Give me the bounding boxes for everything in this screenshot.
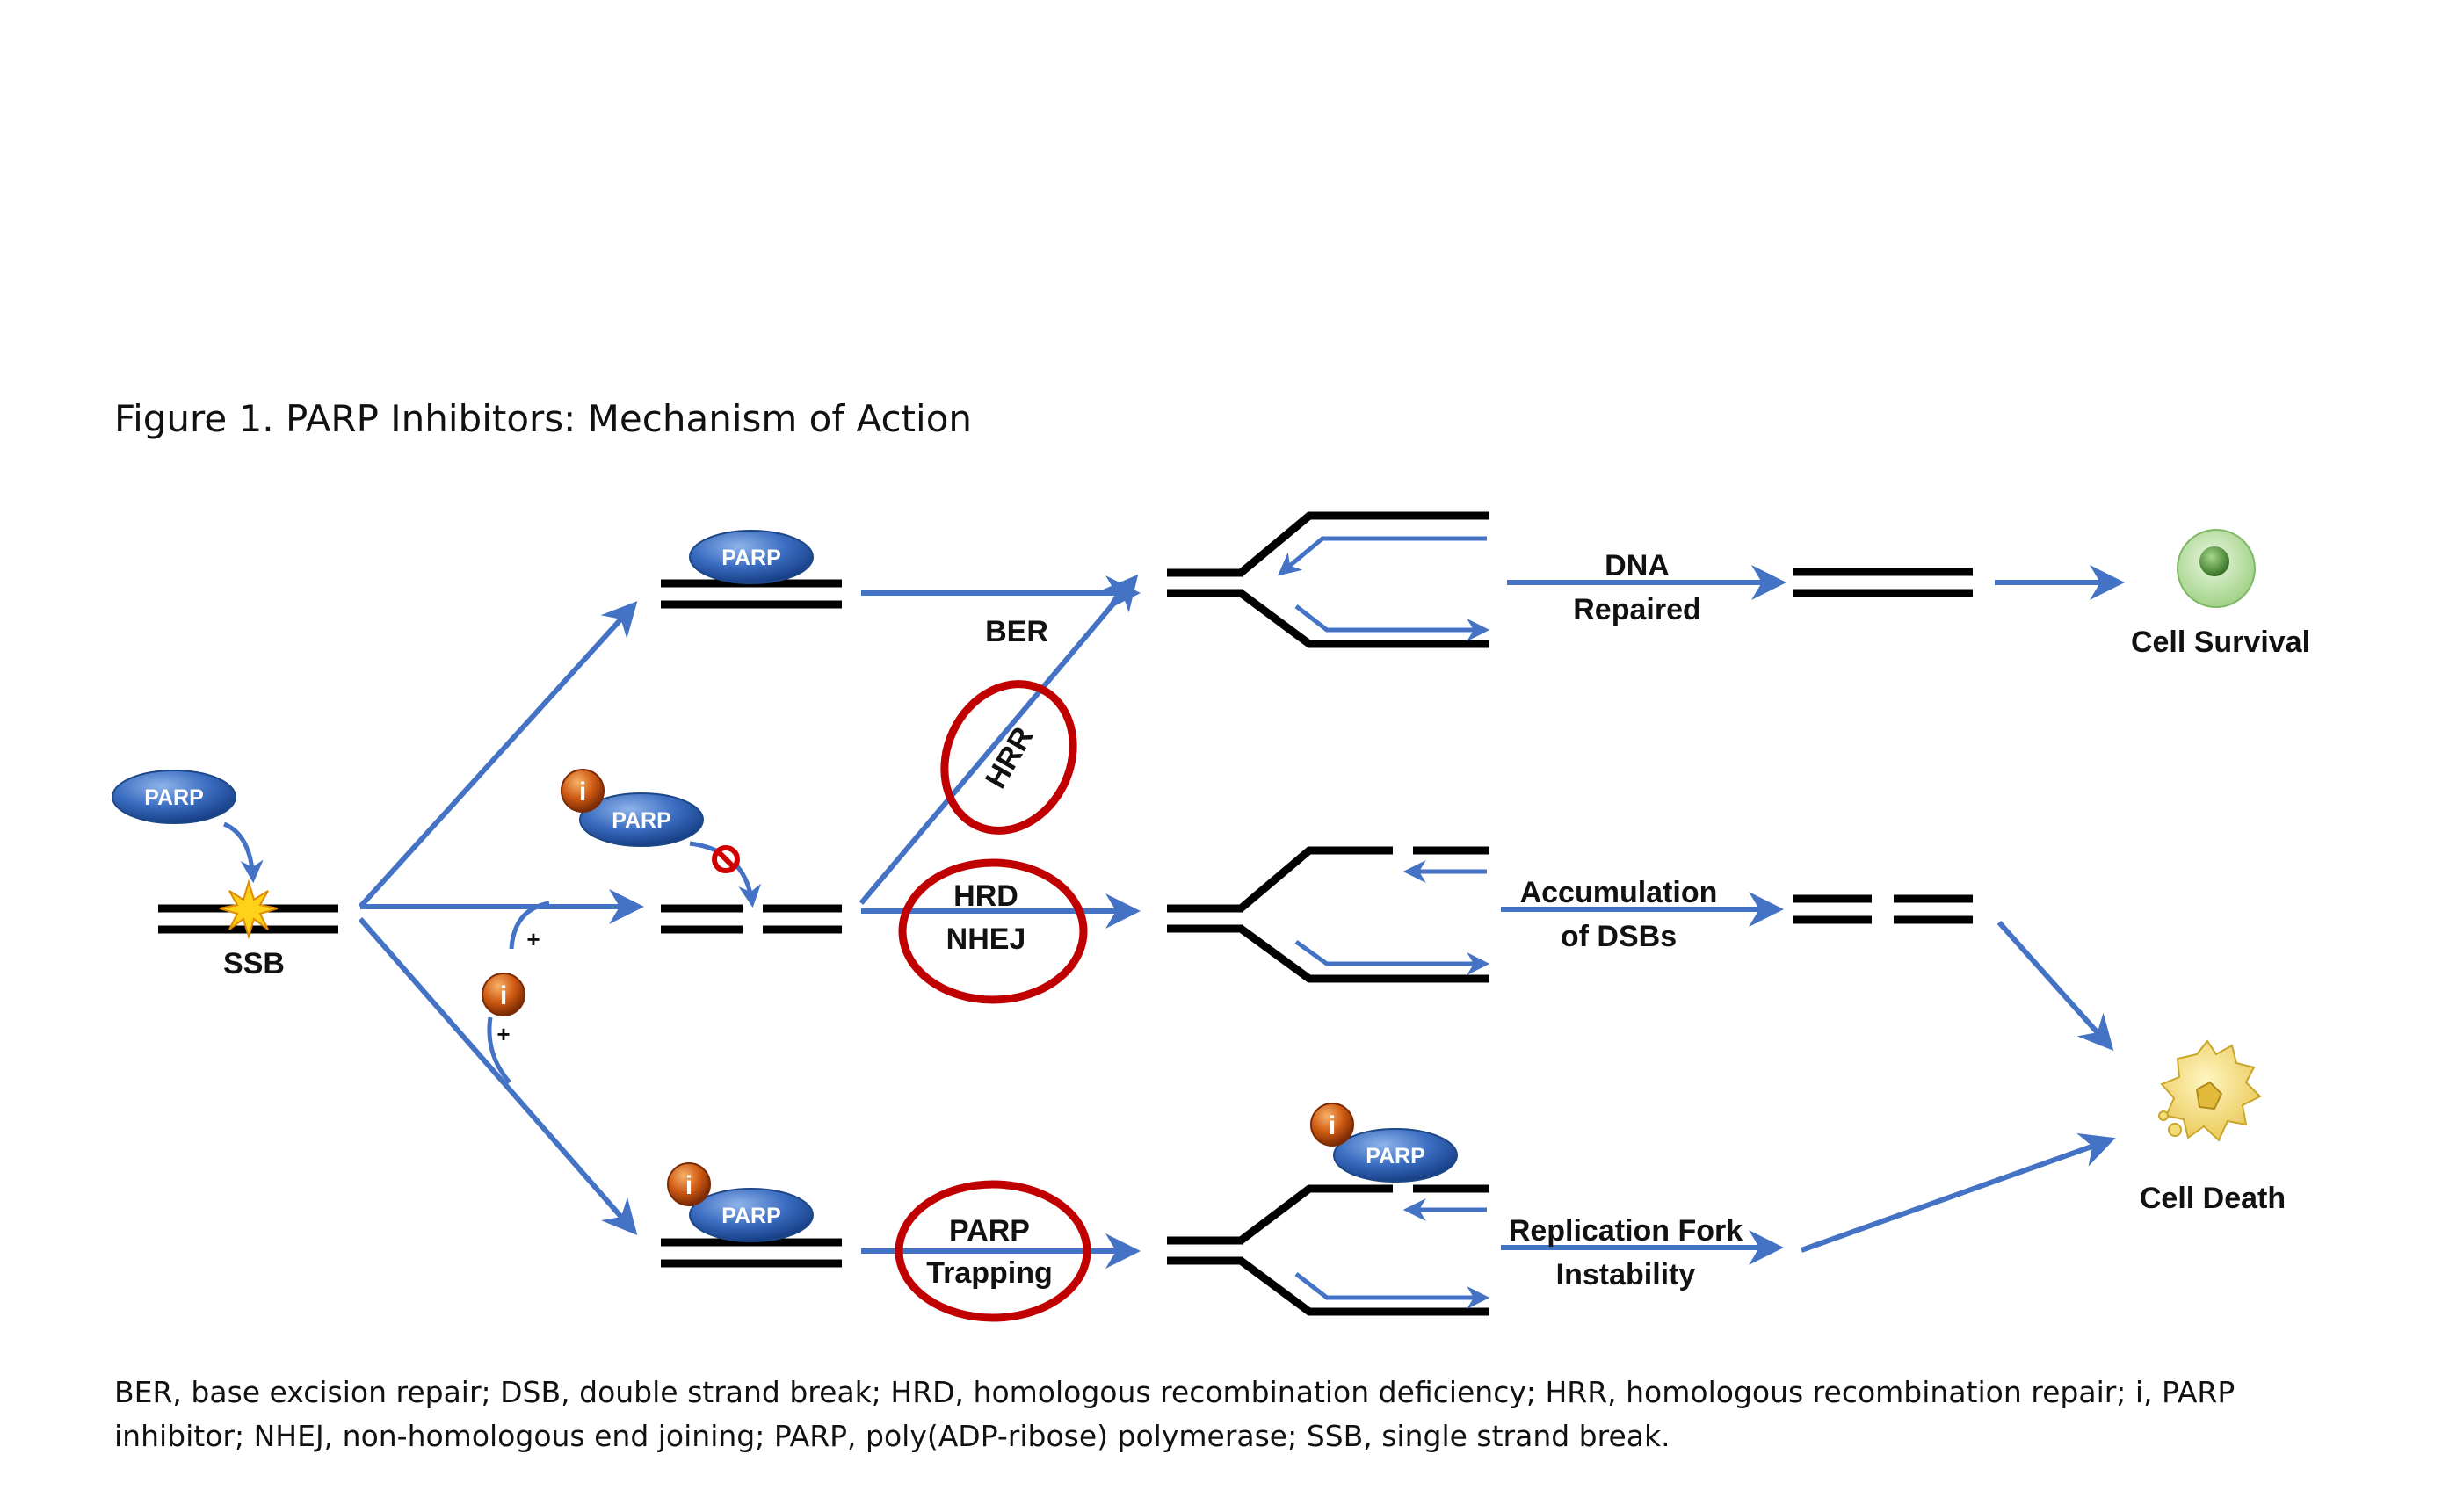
inhibitor-label: i [1329,1111,1336,1140]
dsb-to-death-arrow [1996,921,2114,1051]
blocked-icon [712,845,740,873]
inhibitor-label: i [500,981,507,1010]
branch-arrow-bottom [358,917,638,1236]
healthy-cell-icon [2177,529,2256,608]
inhibitor-molecule: i [561,769,605,813]
inhibitor-molecule: i [1310,1103,1354,1147]
replication-fork-bottom [1167,1184,1490,1316]
parp-enzyme: PARP [112,770,236,824]
dna-repaired [1793,568,1973,597]
parp-label: PARP [612,808,671,833]
inhibitor-molecule: i [667,1162,711,1206]
parp-to-ssb-arrow [222,821,264,884]
plus-sign-bottom: + [496,1021,510,1047]
hrr-circle [940,680,1077,835]
parp-label: PARP [1366,1144,1425,1168]
accumulation-label-2: of DSBs [1561,920,1677,953]
branch-arrow-top [358,601,638,909]
parp-enzyme: PARP [1333,1128,1458,1183]
cell-death-label: Cell Death [2140,1182,2286,1215]
hrr-label: HRR [979,721,1040,794]
fork-instability-label-2: Instability [1556,1258,1696,1291]
replication-fork-top [1167,511,1490,648]
parp-trapping-label-2: Trapping [926,1256,1053,1290]
parp-label: PARP [721,546,781,570]
instability-to-death-arrow [1800,1132,2116,1253]
ssb-label: SSB [223,947,285,980]
inhibitor-join-arrow-bottom [487,1016,511,1084]
dying-cell-icon [2158,1039,2262,1142]
plus-sign-middle: + [526,926,540,952]
cell-survival-label: Cell Survival [2131,626,2310,659]
dna-parp-bound-top [661,579,842,609]
dna-repaired-label-1: DNA [1605,549,1670,582]
dna-double-strand-breaks [1793,894,1973,924]
ssb-star-icon [219,879,279,940]
ber-label: BER [985,615,1048,648]
parp-label: PARP [144,785,204,810]
inhibitor-label: i [685,1171,692,1200]
dna-repaired-label-2: Repaired [1573,593,1701,626]
figure-title: Figure 1. PARP Inhibitors: Mechanism of … [114,397,973,440]
inhibitor-molecule: i [482,973,525,1016]
parp-label: PARP [721,1204,781,1228]
inhibitor-label: i [579,778,586,807]
nhej-label: NHEJ [946,922,1026,956]
parp-trapping-circle [895,1180,1091,1322]
accumulation-label-1: Accumulation [1520,876,1718,909]
parp-trapping-label-1: PARP [949,1214,1030,1248]
fork-instability-label-1: Replication Fork [1509,1214,1743,1248]
parp-enzyme: PARP [579,792,704,847]
inhibitor-join-arrow-middle [509,901,550,950]
replication-fork-middle [1167,846,1490,983]
dna-broken-middle [661,904,842,934]
dna-parp-trapped-bottom [661,1238,842,1268]
parp-enzyme: PARP [689,530,814,584]
hrr-arrow [859,574,1139,905]
hrd-label: HRD [953,879,1018,913]
hrd-nhej-circle [898,858,1088,1004]
parp-enzyme: PARP [689,1188,814,1242]
figure-legend: BER, base excision repair; DSB, double s… [114,1375,2235,1453]
